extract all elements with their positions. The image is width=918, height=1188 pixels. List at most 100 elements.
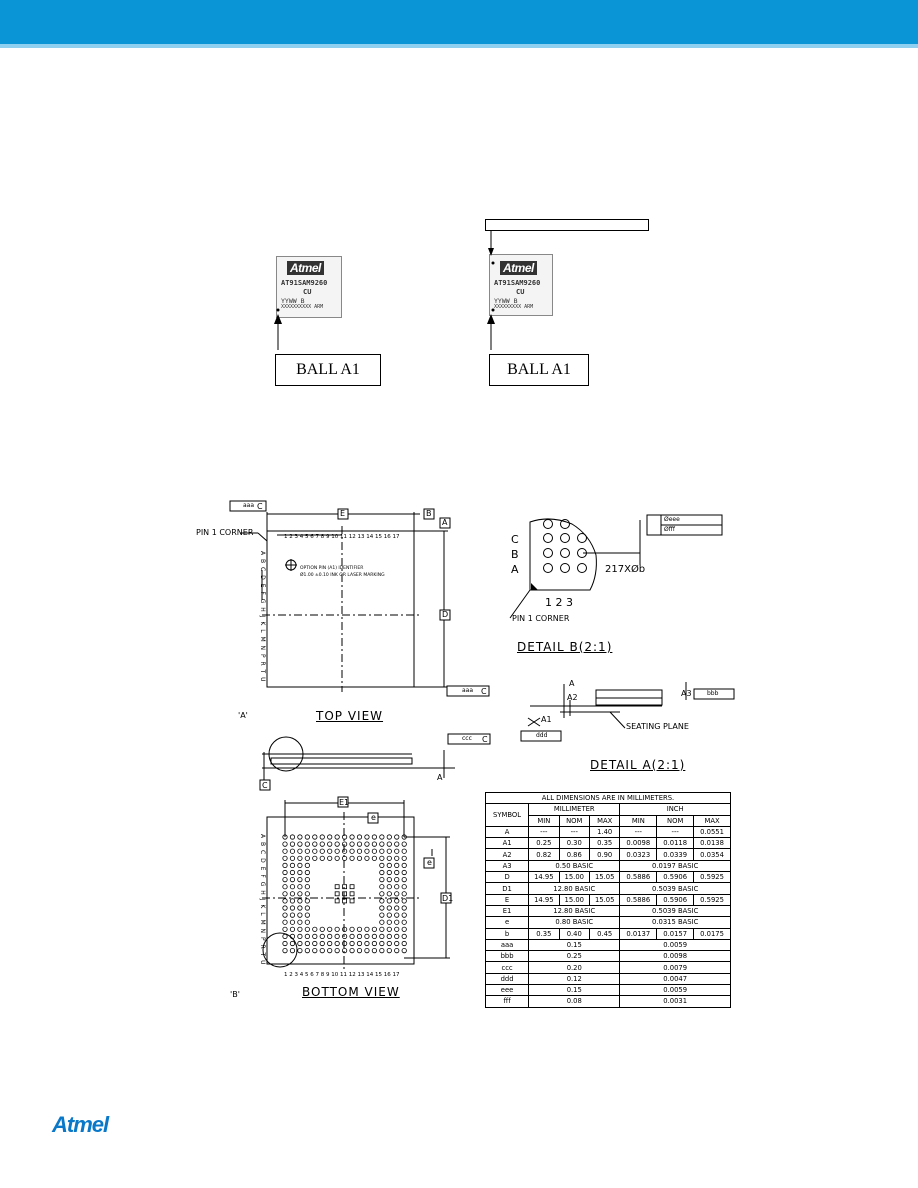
ball-pad <box>364 926 370 932</box>
ball-pad <box>371 848 377 854</box>
inch-basic-cell: 0.0059 <box>619 984 731 997</box>
ball-pad <box>401 855 407 861</box>
mm-basic-cell: 0.08 <box>528 995 621 1008</box>
tol-aaa-top: aaa <box>243 502 255 509</box>
ball-pad <box>386 947 392 954</box>
symbol-cell: A2 <box>484 848 530 861</box>
detail-ball <box>560 563 570 573</box>
ball-pad <box>394 848 400 854</box>
ball-pad <box>289 905 296 911</box>
ball-pad <box>379 905 385 911</box>
ball-pad <box>282 919 288 925</box>
value-cell: 0.0551 <box>693 825 731 839</box>
inch-basic-cell: 0.5039 BASIC <box>619 882 731 895</box>
ball-pad <box>349 834 355 840</box>
ball-pad <box>401 912 407 918</box>
ball-pad <box>349 891 355 897</box>
ball-pad <box>327 834 333 840</box>
ball-pad <box>341 848 348 854</box>
ball-pad <box>297 869 303 876</box>
ball-pad <box>341 933 348 940</box>
value-cell: 0.5886 <box>619 871 658 884</box>
dim-c-ref-top: C <box>257 502 263 511</box>
dim-d-label: D <box>442 610 449 619</box>
value-cell: 0.0354 <box>693 848 731 861</box>
ball-pad <box>394 926 400 932</box>
table-caption: ALL DIMENSIONS ARE IN MILLIMETERS. <box>485 791 731 805</box>
value-cell: 0.86 <box>558 848 590 861</box>
symbol-cell: ddd <box>484 972 530 986</box>
ball-pad <box>356 947 363 954</box>
mm-basic-cell: 12.80 BASIC <box>528 904 621 918</box>
ball-pad <box>319 834 325 840</box>
table-row: A------1.40------0.0551 <box>484 825 731 839</box>
detail-a-a1: A1 <box>541 715 552 724</box>
ball-pad <box>386 862 392 869</box>
ball-pad <box>379 841 385 847</box>
detail-b-cols: 1 2 3 <box>545 596 573 609</box>
symbol-cell: e <box>484 916 530 929</box>
ball-pad <box>394 841 400 847</box>
chip-marking-right: Atmel AT91SAM9260 CU YYWW B XXXXXXXXX AR… <box>489 254 553 316</box>
ball-pad <box>349 933 355 940</box>
ball-pad <box>304 891 310 897</box>
value-cell: 0.82 <box>528 848 560 861</box>
ball-pad <box>297 884 303 890</box>
ball-pad <box>379 862 385 869</box>
value-cell: 0.30 <box>558 837 590 850</box>
option-note-1: OPTION PIN (A1) IDENTIFIER <box>300 566 364 571</box>
ball-pad <box>304 905 310 911</box>
ball-pad <box>312 933 318 940</box>
ball-pad <box>334 947 340 954</box>
ball-pad <box>334 848 340 854</box>
mm-basic-cell: 0.25 <box>528 950 621 963</box>
ball-pad <box>394 947 400 954</box>
ball-pad <box>341 947 348 954</box>
ball-pad <box>394 912 400 918</box>
ball-pad <box>349 947 355 954</box>
ball-pad <box>341 940 348 947</box>
detail-a-label: DETAIL A(2:1) <box>590 758 686 772</box>
ball-pad <box>401 891 407 897</box>
symbol-cell: E <box>484 893 530 906</box>
chip-part-number: AT91SAM9260 <box>281 279 328 287</box>
detail-ball <box>543 533 553 543</box>
ball-pad <box>282 841 288 847</box>
ball-pad <box>282 884 288 890</box>
symbol-cell: b <box>484 927 530 940</box>
inch-basic-cell: 0.0031 <box>619 995 731 1008</box>
ball-count-label: 217XØb <box>605 564 646 575</box>
ball-pad <box>342 884 348 890</box>
ball-pad <box>371 933 377 940</box>
ball-pad <box>349 855 355 861</box>
value-cell: 0.0339 <box>656 848 695 861</box>
ball-pad <box>319 855 325 861</box>
ball-pad <box>379 933 385 940</box>
ball-pad <box>356 848 363 854</box>
ball-pad <box>386 898 392 904</box>
chip-lot-code: XXXXXXXXX ARM <box>494 304 534 310</box>
value-cell: 0.5925 <box>693 893 731 906</box>
ball-pad <box>282 912 288 918</box>
pin1-corner-detail-label: PIN 1 CORNER <box>512 614 570 623</box>
package-drawing <box>229 500 735 970</box>
ball-pad <box>319 848 325 854</box>
ball-pad <box>312 834 318 840</box>
ball-pad <box>282 855 288 861</box>
ball-pad <box>401 841 407 847</box>
ball-pad <box>341 926 348 932</box>
ball-pad <box>401 940 407 947</box>
symbol-cell: ccc <box>484 961 530 974</box>
sub-min: MIN <box>528 814 560 827</box>
value-cell: 0.5925 <box>693 871 731 884</box>
ball-pad <box>289 926 296 932</box>
value-cell: 0.5906 <box>656 871 695 884</box>
ball-pad <box>334 855 340 861</box>
value-cell: 0.0137 <box>619 927 658 940</box>
ball-pad <box>386 869 392 876</box>
symbol-cell: aaa <box>484 938 530 952</box>
